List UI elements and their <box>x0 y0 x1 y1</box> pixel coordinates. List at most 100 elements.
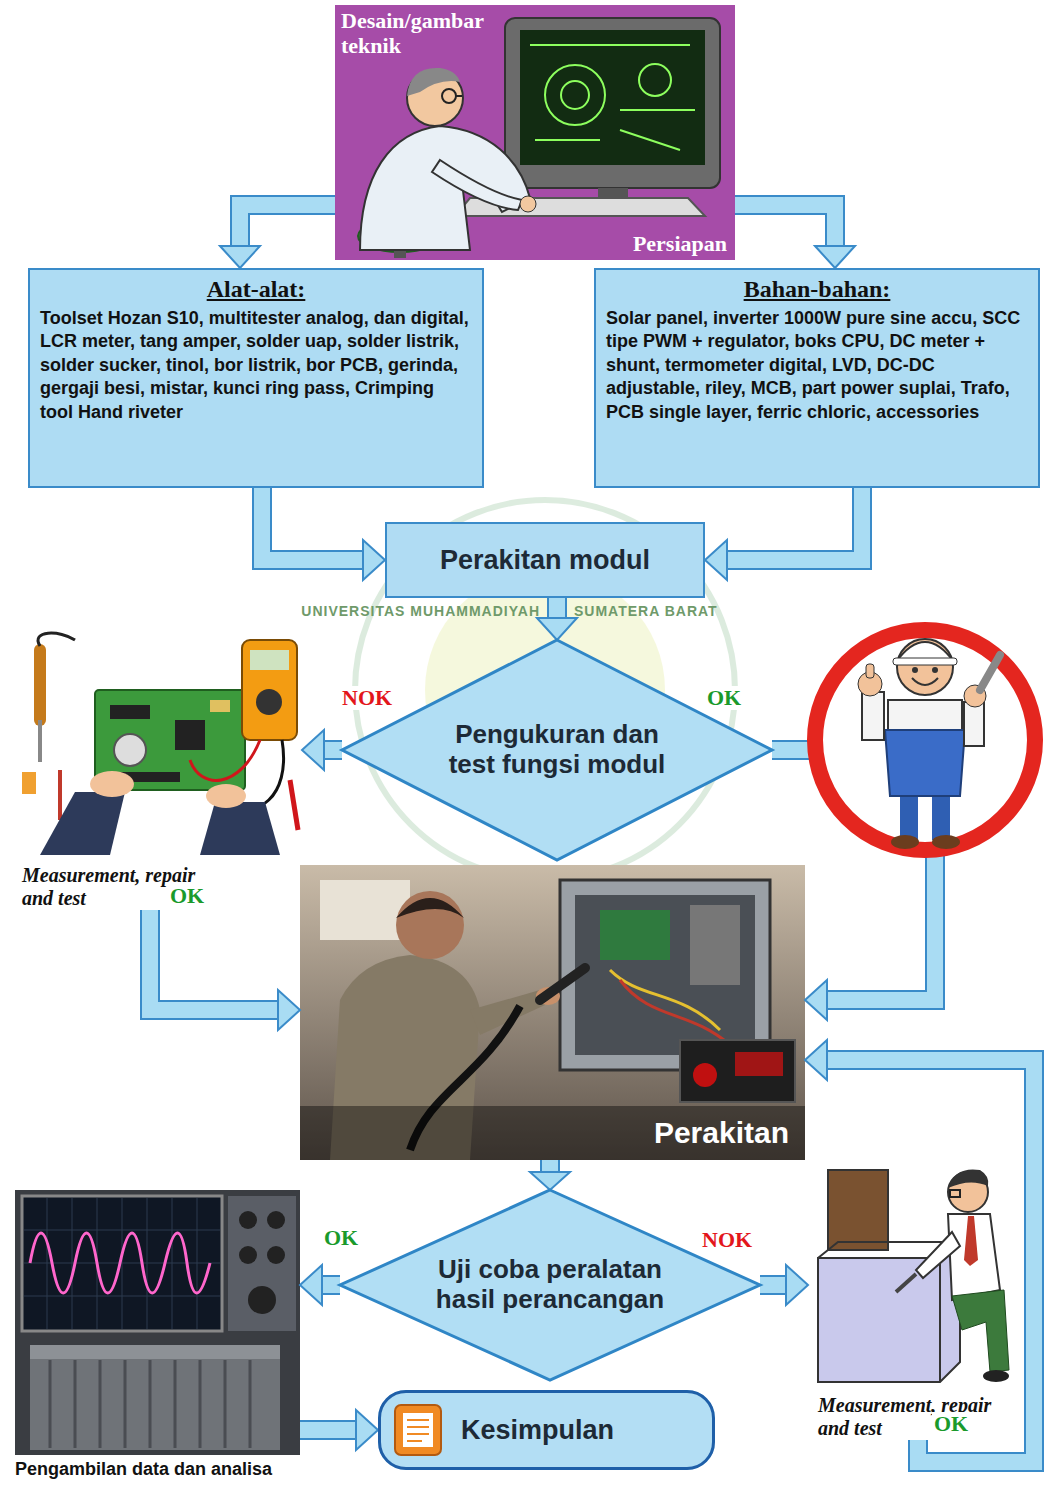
assembly-photo <box>300 865 805 1160</box>
worker-illustration <box>888 700 962 736</box>
designer-illustration <box>335 5 735 260</box>
repair-illustration <box>950 1190 960 1197</box>
assembly-photo <box>680 1040 795 1102</box>
oscilloscope-photo <box>228 1196 296 1331</box>
designer-illustration <box>561 81 589 109</box>
assembly-photo <box>620 980 730 1045</box>
measurement-illustration <box>22 633 298 855</box>
measurement-illustration <box>38 720 42 762</box>
arrow-head <box>805 1040 827 1080</box>
edge-label: OK <box>168 884 206 908</box>
oscilloscope-photo <box>30 1345 280 1450</box>
worker-illustration <box>858 672 882 696</box>
measurement-illustration <box>58 770 62 820</box>
arrow-band <box>760 1275 786 1295</box>
worker-illustration <box>815 630 1035 850</box>
flow-arrow <box>262 488 385 580</box>
arrow-band <box>772 750 935 1000</box>
arrow-band <box>300 1420 356 1440</box>
designer-illustration <box>407 68 460 96</box>
diamond-shape <box>342 640 772 860</box>
photo-panel: Pengambilan data dan analisa <box>15 1190 300 1480</box>
arrow-band <box>150 910 278 1010</box>
conclusion-box-fill <box>378 1390 715 1470</box>
oscilloscope-photo <box>15 1190 300 1455</box>
worker-illustration <box>885 730 965 796</box>
edge-label: NOK <box>700 1228 754 1252</box>
photo-panel: Perakitan <box>300 865 805 1160</box>
image-panel: Measurement, repair and test <box>808 1150 1013 1440</box>
worker-illustration <box>964 702 984 746</box>
oscilloscope-photo <box>22 1196 222 1331</box>
oscilloscope-photo <box>24 1230 220 1231</box>
box-title: Bahan-bahan: <box>606 276 1028 303</box>
edge-label: OK <box>932 1412 970 1436</box>
decision-label: Pengukuran dan test fungsi modul <box>438 720 676 780</box>
edge-label: NOK <box>340 686 394 710</box>
edge-label: OK <box>705 686 743 710</box>
measurement-illustration <box>210 700 230 712</box>
conclusion-box-fill <box>407 1419 429 1421</box>
arrow-head <box>300 1265 322 1305</box>
designer-illustration <box>530 44 690 46</box>
designer-illustration <box>432 160 522 210</box>
arrow-band <box>727 488 862 560</box>
repair-illustration <box>896 1274 916 1292</box>
oscilloscope-photo <box>30 1345 280 1359</box>
arrow-band <box>240 205 335 246</box>
decision-label: Uji coba peralatan hasil perancangan <box>419 1255 681 1315</box>
conclusion-box-fill <box>407 1440 422 1442</box>
designer-illustration <box>620 109 695 111</box>
designer-illustration <box>520 196 536 212</box>
oscilloscope-photo <box>149 1360 152 1448</box>
arrow-head <box>805 980 827 1020</box>
heading-text: Desain/gambar teknik <box>341 9 521 58</box>
conclusion-box-fill <box>378 1390 715 1470</box>
repair-illustration <box>948 1214 1000 1300</box>
oscilloscope-photo <box>49 1360 52 1448</box>
oscilloscope-photo <box>74 1360 77 1448</box>
oscilloscope-photo <box>174 1360 177 1448</box>
designer-illustration <box>520 30 705 165</box>
conclusion-box-fill <box>403 1413 433 1447</box>
flow-arrow <box>805 1040 1034 1462</box>
process-label: Perakitan modul <box>440 545 650 576</box>
watermark-text: SUMATERA BARAT <box>574 603 718 620</box>
flow-arrow <box>760 1265 808 1305</box>
measurement-illustration <box>38 633 75 646</box>
flow-arrow <box>302 730 342 770</box>
measurement-illustration <box>22 772 36 794</box>
repair-illustration <box>983 1370 1009 1382</box>
worker-illustration <box>900 792 918 840</box>
diamond-shape <box>340 1190 760 1380</box>
repair-illustration <box>939 1258 941 1382</box>
worker-illustration <box>912 667 918 673</box>
assembly-photo <box>396 898 464 918</box>
arrow-head <box>786 1265 808 1305</box>
assembly-photo <box>735 1052 783 1076</box>
arrow-band <box>540 1160 560 1172</box>
oscilloscope-photo <box>239 1246 257 1264</box>
oscilloscope-photo <box>224 1360 227 1448</box>
designer-illustration <box>545 65 605 125</box>
measurement-illustration <box>200 802 280 855</box>
measurement-illustration <box>110 705 150 719</box>
process-box: Alat-alat:Toolset Hozan S10, multitester… <box>28 268 484 488</box>
arrow-band <box>727 488 862 560</box>
assembly-photo <box>300 1106 805 1160</box>
flow-arrow <box>537 598 577 640</box>
watermark-text: UNIVERSITAS MUHAMMADIYAH <box>301 603 540 620</box>
worker-illustration <box>932 792 950 840</box>
arrow-band <box>300 1422 356 1438</box>
process-box: Bahan-bahan:Solar panel, inverter 1000W … <box>594 268 1040 488</box>
designer-illustration <box>598 188 628 198</box>
arrow-band <box>262 488 363 560</box>
worker-illustration <box>896 642 954 662</box>
arrow-band <box>735 205 835 246</box>
oscilloscope-photo <box>124 1360 127 1448</box>
arrow-band <box>262 488 363 560</box>
arrow-head <box>705 540 727 580</box>
measurement-illustration <box>190 740 260 780</box>
measurement-illustration <box>40 792 125 855</box>
